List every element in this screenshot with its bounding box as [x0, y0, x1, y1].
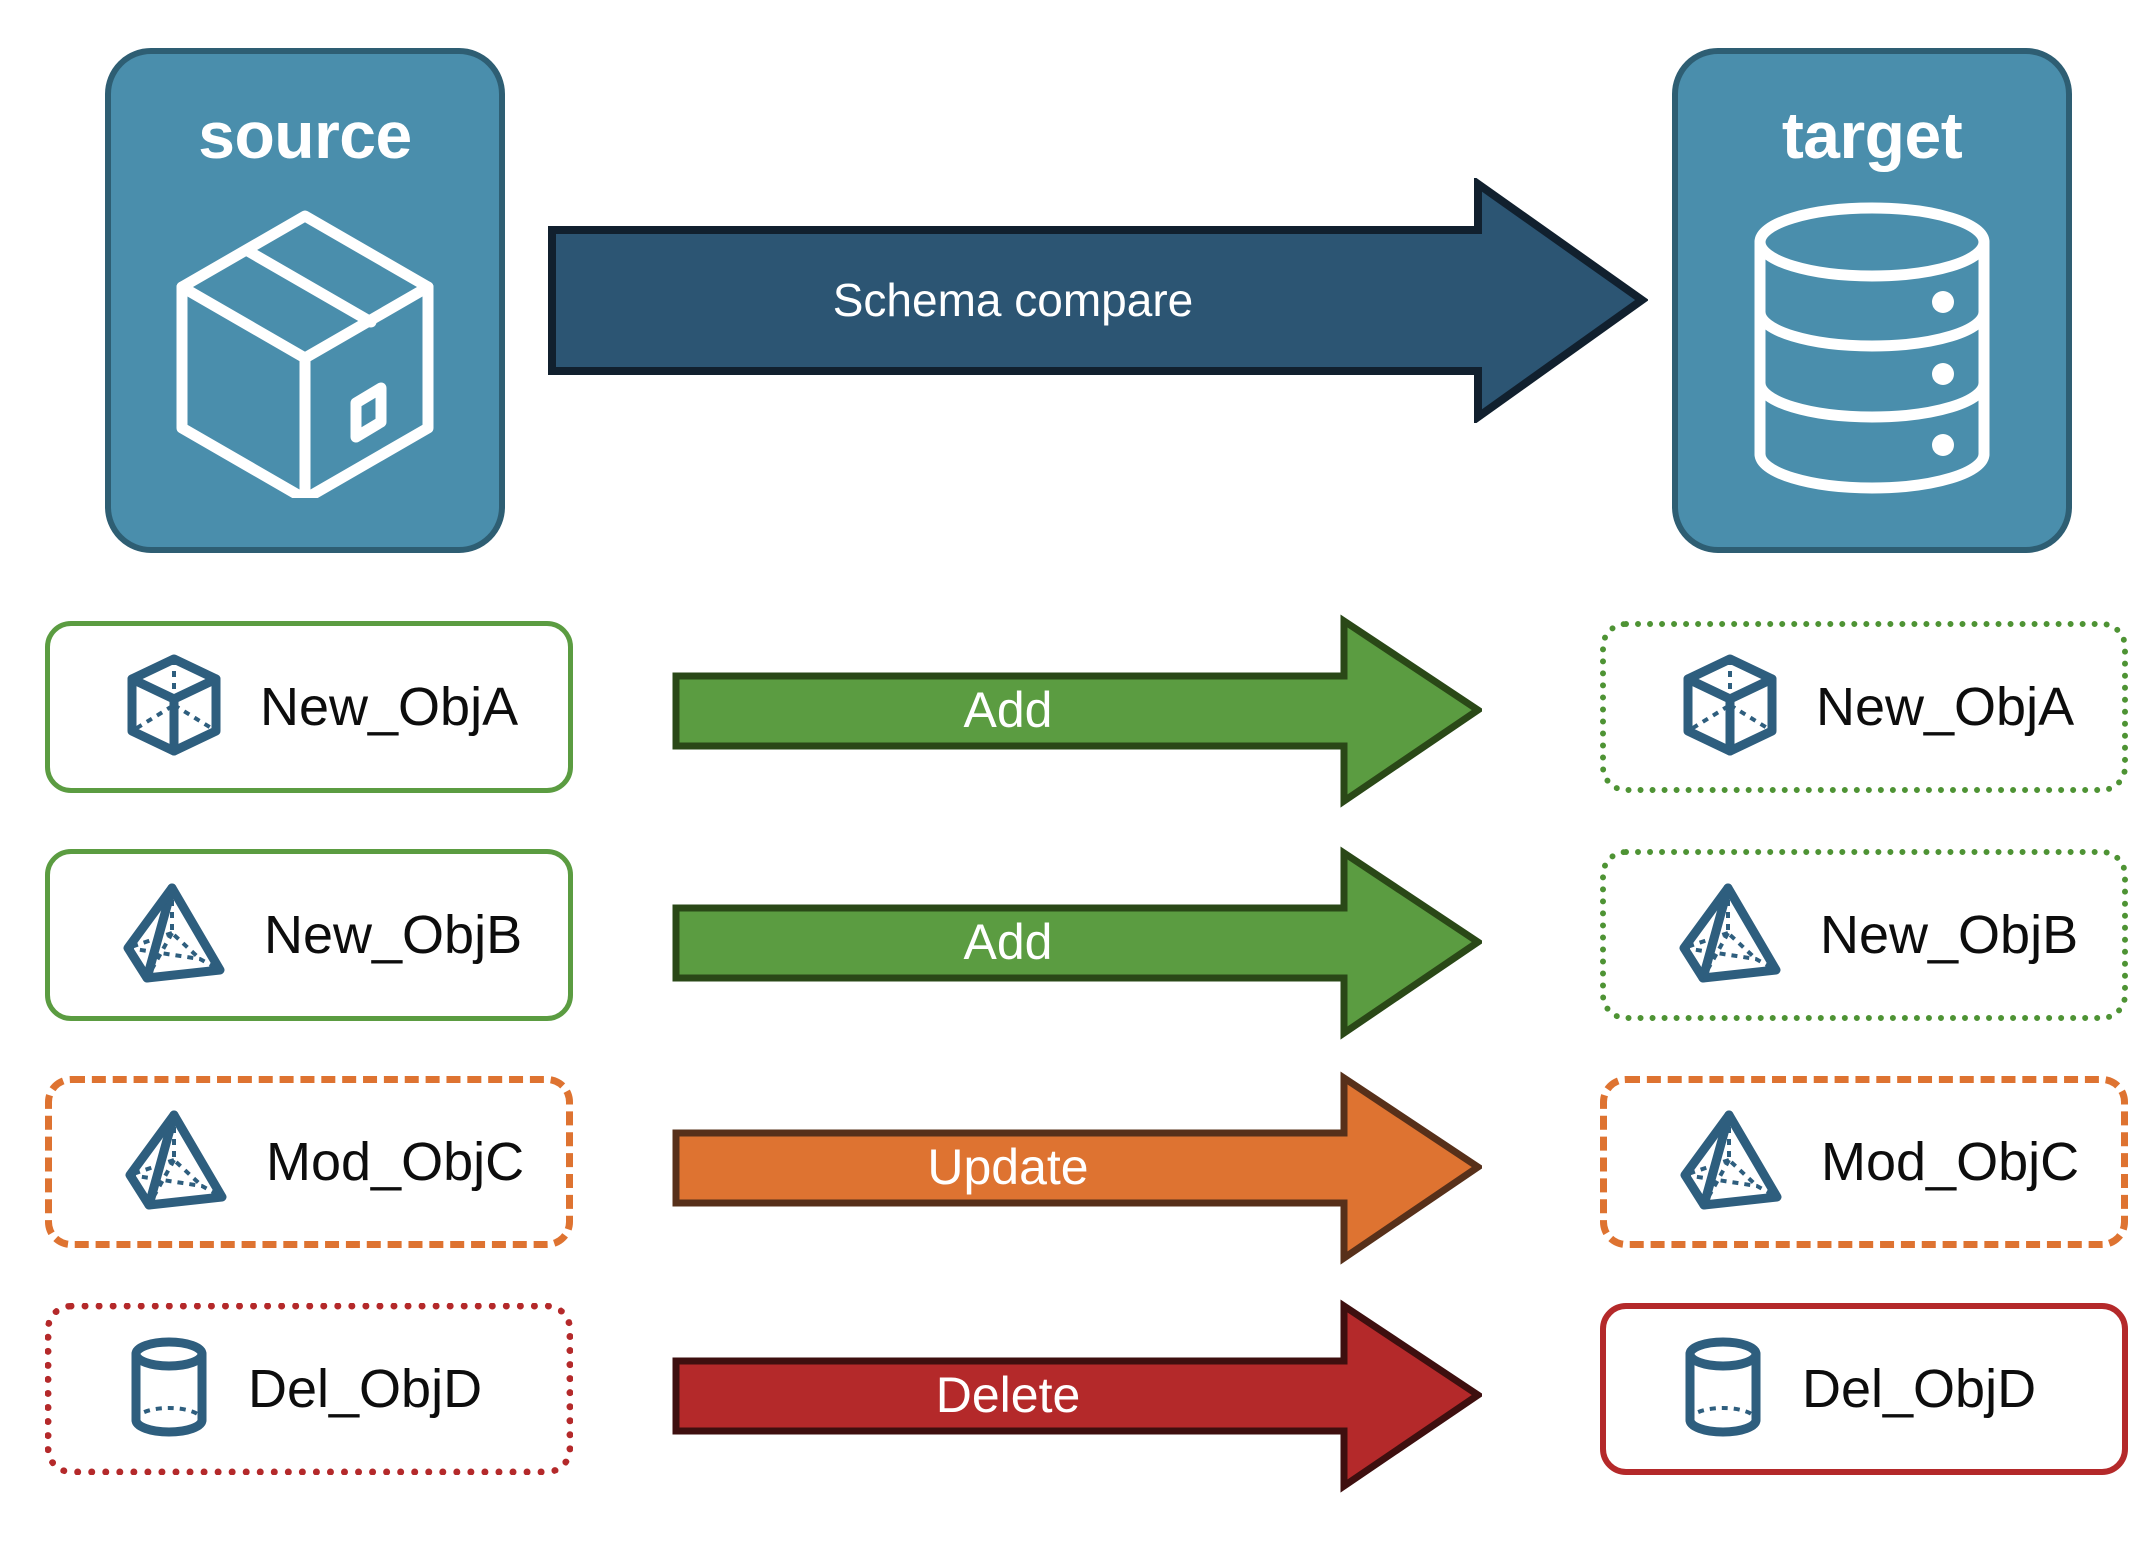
- database-cylinder-icon: [1747, 198, 1997, 503]
- source-object-label-3: Mod_ObjC: [266, 1132, 525, 1192]
- source-object-box-1[interactable]: New_ObjA: [45, 621, 573, 793]
- package-box-icon: [160, 198, 450, 505]
- wireframe-pyramid-icon: [124, 1108, 232, 1217]
- wireframe-pyramid-icon: [122, 881, 230, 990]
- source-object-label-4: Del_ObjD: [248, 1359, 483, 1419]
- target-object-label-1: New_ObjA: [1816, 677, 2075, 737]
- action-arrow-4: Delete: [672, 1298, 1485, 1493]
- target-panel: target: [1672, 48, 2072, 553]
- action-arrow-3: Update: [672, 1070, 1485, 1265]
- target-object-label-3: Mod_ObjC: [1821, 1132, 2080, 1192]
- target-object-box-3[interactable]: Mod_ObjC: [1600, 1076, 2128, 1248]
- wireframe-cylinder-icon: [124, 1335, 214, 1444]
- wireframe-pyramid-icon: [1679, 1108, 1787, 1217]
- target-object-box-2[interactable]: New_ObjB: [1600, 849, 2128, 1021]
- source-object-box-3[interactable]: Mod_ObjC: [45, 1076, 573, 1248]
- target-object-box-1[interactable]: New_ObjA: [1600, 621, 2128, 793]
- target-object-label-4: Del_ObjD: [1802, 1359, 2037, 1419]
- source-object-box-4[interactable]: Del_ObjD: [45, 1303, 573, 1475]
- wireframe-pyramid-icon: [1678, 881, 1786, 990]
- source-title: source: [198, 98, 412, 172]
- action-arrow-2: Add: [672, 845, 1485, 1040]
- source-object-box-2[interactable]: New_ObjB: [45, 849, 573, 1021]
- target-title: target: [1781, 98, 1963, 172]
- action-arrow-1: Add: [672, 613, 1485, 808]
- source-panel: source: [105, 48, 505, 553]
- source-object-label-1: New_ObjA: [260, 677, 519, 737]
- wireframe-cube-icon: [122, 653, 226, 762]
- schema-compare-arrow: Schema compare: [548, 176, 1649, 425]
- wireframe-cylinder-icon: [1678, 1335, 1768, 1444]
- target-object-box-4[interactable]: Del_ObjD: [1600, 1303, 2128, 1475]
- source-object-label-2: New_ObjB: [264, 905, 523, 965]
- target-object-label-2: New_ObjB: [1820, 905, 2079, 965]
- wireframe-cube-icon: [1678, 653, 1782, 762]
